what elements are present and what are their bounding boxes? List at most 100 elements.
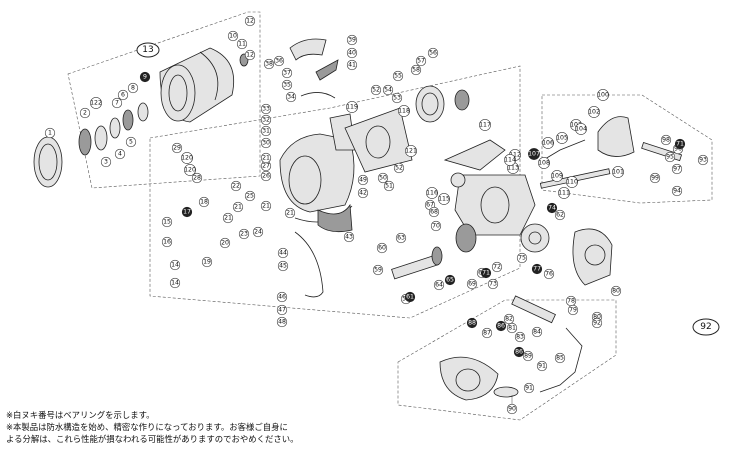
part-number: 5 bbox=[129, 139, 133, 146]
part-label-105: 105 bbox=[556, 132, 568, 144]
part-label-80: 80 bbox=[610, 285, 622, 297]
part-number: 122 bbox=[90, 100, 102, 107]
part-number: 30 bbox=[262, 140, 270, 147]
part-marker bbox=[276, 304, 288, 316]
part-marker bbox=[427, 47, 439, 59]
part-marker bbox=[100, 156, 112, 168]
part-marker bbox=[372, 264, 384, 276]
part-label-22: 22 bbox=[230, 180, 242, 192]
part-number: 56 bbox=[429, 50, 437, 57]
part-marker bbox=[346, 34, 358, 46]
part-label-23: 23 bbox=[238, 228, 250, 240]
part-label-115: 115 bbox=[438, 193, 450, 205]
part-label-106: 106 bbox=[542, 137, 554, 149]
note-warning-line2: よる分解は、これら性能が損なわれる可能性がありますのでおやめください。 bbox=[6, 434, 299, 444]
part-label-42: 42 bbox=[357, 187, 369, 199]
part-marker bbox=[536, 360, 548, 372]
part-number: 74 bbox=[548, 205, 556, 212]
bearing-marker bbox=[674, 138, 686, 150]
part-label-91: 91 bbox=[523, 382, 535, 394]
part-number: 91 bbox=[538, 363, 546, 370]
part-marker bbox=[357, 174, 369, 186]
part-label-118: 118 bbox=[398, 105, 410, 117]
part-number: 67 bbox=[426, 202, 434, 209]
bearing-marker bbox=[444, 274, 456, 286]
part-marker bbox=[405, 145, 417, 157]
part-number: 52 bbox=[395, 165, 403, 172]
part-marker bbox=[554, 209, 566, 221]
part-marker bbox=[79, 107, 91, 119]
part-marker bbox=[244, 49, 256, 61]
part-number: 21 bbox=[224, 215, 232, 222]
part-number: 111 bbox=[558, 190, 570, 197]
part-label-98: 98 bbox=[660, 134, 672, 146]
part-label-59: 59 bbox=[372, 264, 384, 276]
part-marker bbox=[588, 106, 600, 118]
part-number: 84 bbox=[533, 329, 541, 336]
part-number: 102 bbox=[588, 109, 600, 116]
part-number: 39 bbox=[348, 37, 356, 44]
part-label-47: 47 bbox=[276, 304, 288, 316]
part-marker bbox=[538, 157, 550, 169]
part-marker bbox=[612, 166, 624, 178]
main-body-group-frame bbox=[149, 65, 521, 319]
part-label-65: 65 bbox=[444, 274, 456, 286]
part-number: 35 bbox=[283, 82, 291, 89]
part-marker bbox=[281, 79, 293, 91]
part-label-19: 19 bbox=[201, 256, 213, 268]
part-label-11: 11 bbox=[236, 38, 248, 50]
bail-group-frame bbox=[541, 94, 713, 204]
part-label-4: 4 bbox=[114, 148, 126, 160]
part-marker bbox=[491, 261, 503, 273]
bearing-marker bbox=[528, 148, 540, 160]
part-label-86: 86 bbox=[513, 346, 525, 358]
part-number: 3 bbox=[104, 159, 108, 166]
part-label-45: 45 bbox=[277, 260, 289, 272]
part-label-109: 109 bbox=[551, 170, 563, 182]
part-marker bbox=[201, 256, 213, 268]
part-label-32: 32 bbox=[260, 114, 272, 126]
part-label-40: 40 bbox=[346, 47, 358, 59]
part-number: 43 bbox=[345, 234, 353, 241]
part-label-30: 30 bbox=[260, 137, 272, 149]
part-label-25: 25 bbox=[244, 190, 256, 202]
part-label-56: 56 bbox=[427, 47, 439, 59]
part-label-120: 120 bbox=[181, 152, 193, 164]
bearing-marker bbox=[139, 71, 151, 83]
part-marker bbox=[575, 123, 587, 135]
part-number: 100 bbox=[597, 92, 609, 99]
part-number: 119 bbox=[346, 104, 358, 111]
part-marker bbox=[346, 59, 358, 71]
part-number: 17 bbox=[183, 209, 191, 216]
part-marker bbox=[230, 180, 242, 192]
part-number: 19 bbox=[203, 259, 211, 266]
part-label-100: 100 bbox=[597, 89, 609, 101]
part-label-2: 2 bbox=[79, 107, 91, 119]
part-number: 81 bbox=[508, 325, 516, 332]
part-number: 76 bbox=[545, 271, 553, 278]
part-number: 57 bbox=[417, 58, 425, 65]
part-number: 75 bbox=[518, 255, 526, 262]
part-marker bbox=[506, 403, 518, 415]
part-number: 103 bbox=[570, 122, 582, 129]
part-number: 94 bbox=[673, 188, 681, 195]
part-number: 121 bbox=[405, 148, 417, 155]
part-number: 107 bbox=[528, 151, 540, 158]
part-number: 68 bbox=[430, 209, 438, 216]
part-label-76: 76 bbox=[543, 268, 555, 280]
part-marker bbox=[244, 190, 256, 202]
part-marker bbox=[556, 132, 568, 144]
part-number: 105 bbox=[556, 135, 568, 142]
part-marker bbox=[281, 67, 293, 79]
part-marker bbox=[370, 84, 382, 96]
part-number: 120 bbox=[184, 167, 196, 174]
part-number: 33 bbox=[262, 106, 270, 113]
part-number: 41 bbox=[348, 62, 356, 69]
part-marker bbox=[90, 97, 102, 109]
part-marker bbox=[260, 152, 272, 164]
part-marker bbox=[610, 285, 622, 297]
part-marker bbox=[522, 350, 534, 362]
part-label-51: 51 bbox=[383, 180, 395, 192]
part-number: 101 bbox=[612, 169, 624, 176]
part-marker bbox=[503, 313, 515, 325]
